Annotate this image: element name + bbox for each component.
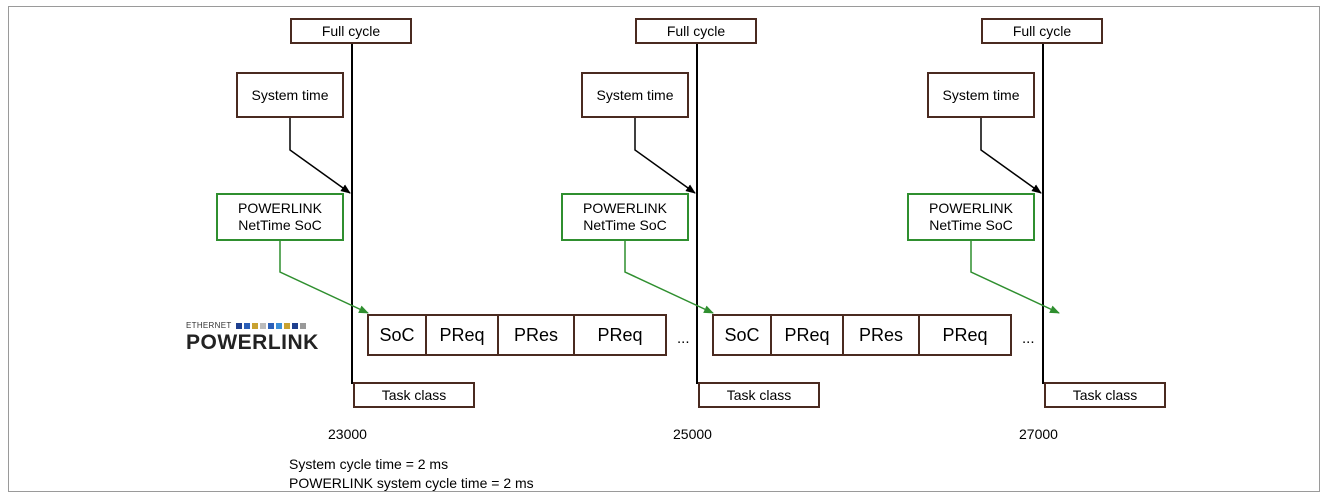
cycle-1-netsoc-arrow	[279, 241, 369, 314]
cycle-2-full-cycle-label: Full cycle	[635, 18, 757, 44]
logo-powerlink-text: POWERLINK	[186, 331, 319, 354]
cycle-2-netsoc-box: POWERLINK NetTime SoC	[561, 193, 689, 241]
cycle-2-systime-arrow	[634, 118, 696, 194]
cycle-2-system-time-box: System time	[581, 72, 689, 118]
cycle-1-frame-sequence: SoC PReq PRes PReq	[367, 314, 667, 356]
logo-ethernet-text: ETHERNET	[186, 321, 232, 330]
cycle-2-frame-sequence: SoC PReq PRes PReq	[712, 314, 1012, 356]
cycle-3-netsoc-arrow	[970, 241, 1060, 314]
note-powerlink-cycle-time: POWERLINK system cycle time = 2 ms	[289, 475, 534, 491]
frame-preq: PReq	[427, 316, 499, 354]
diagram-frame	[8, 6, 1320, 492]
cycle-2-netsoc-arrow	[624, 241, 714, 314]
cycle-1-full-cycle-label: Full cycle	[290, 18, 412, 44]
cycle-3-full-cycle-label: Full cycle	[981, 18, 1103, 44]
frame-pres: PRes	[499, 316, 575, 354]
frame-preq: PReq	[772, 316, 844, 354]
frame-preq: PReq	[942, 324, 988, 345]
note-system-cycle-time: System cycle time = 2 ms	[289, 456, 449, 472]
cycle-3-time-label: 27000	[1019, 426, 1058, 442]
cycle-1-time-label: 23000	[328, 426, 367, 442]
cycle-2-task-class-label: Task class	[698, 382, 820, 408]
cycle-2-time-label: 25000	[673, 426, 712, 442]
cycle-1-ellipsis: ...	[677, 330, 690, 347]
cycle-1-task-class-label: Task class	[353, 382, 475, 408]
cycle-3-netsoc-box: POWERLINK NetTime SoC	[907, 193, 1035, 241]
logo-color-bars	[235, 322, 306, 329]
cycle-1-system-time-box: System time	[236, 72, 344, 118]
cycle-3-system-time-box: System time	[927, 72, 1035, 118]
frame-preq: PReq	[597, 324, 643, 345]
cycle-1-systime-arrow	[289, 118, 351, 194]
frame-pres: PRes	[844, 316, 920, 354]
frame-soc: SoC	[369, 316, 427, 354]
cycle-1-netsoc-box: POWERLINK NetTime SoC	[216, 193, 344, 241]
powerlink-logo: ETHERNET POWERLINK	[186, 321, 336, 357]
cycle-2-ellipsis: ...	[1022, 330, 1035, 347]
cycle-3-task-class-label: Task class	[1044, 382, 1166, 408]
cycle-3-systime-arrow	[980, 118, 1042, 194]
frame-soc: SoC	[714, 316, 772, 354]
